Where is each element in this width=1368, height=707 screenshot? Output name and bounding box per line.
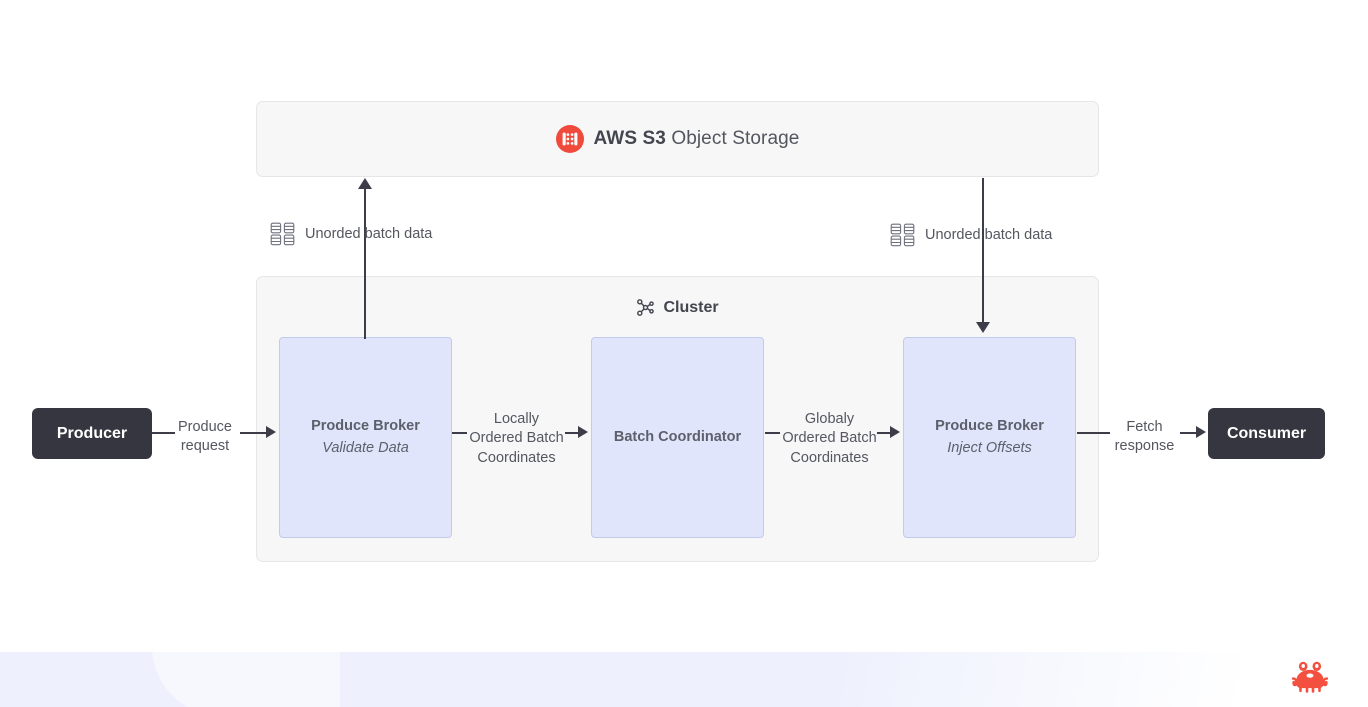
node-subtitle: Inject Offsets xyxy=(947,439,1032,456)
flow-label-text: Unorded batch data xyxy=(925,227,1053,243)
node-produce-broker-validate[interactable]: Produce Broker Validate Data xyxy=(279,337,452,538)
flow-label-unordered-right: Unorded batch data xyxy=(890,223,1052,247)
edge-label-locally-ordered: Locally Ordered Batch Coordinates xyxy=(460,410,573,468)
edge-label-globaly-ordered: Globaly Ordered Batch Coordinates xyxy=(773,410,886,468)
footer-band xyxy=(0,652,1368,707)
edge-label-to-broker1 xyxy=(240,432,268,434)
edge-label-line-1: Fetch xyxy=(1126,419,1163,435)
footer-band-shape-right xyxy=(340,652,1368,707)
edge-label-line-2: Ordered Batch xyxy=(469,430,564,447)
edge-label-line-1: Locally xyxy=(493,411,540,427)
node-produce-broker-inject[interactable]: Produce Broker Inject Offsets xyxy=(903,337,1076,538)
edge-label-line-3: Coordinates xyxy=(790,449,869,466)
node-title: Produce Broker xyxy=(311,418,420,435)
producer-label: Producer xyxy=(56,424,128,442)
database-grid-icon xyxy=(270,222,296,246)
consumer-node[interactable]: Consumer xyxy=(1208,408,1325,459)
producer-node[interactable]: Producer xyxy=(32,408,152,459)
aws-s3-suffix: Object Storage xyxy=(665,128,800,149)
aws-s3-icon xyxy=(555,125,584,153)
edge-label-line-2: Ordered Batch xyxy=(782,430,877,447)
node-batch-coordinator[interactable]: Batch Coordinator xyxy=(591,337,764,538)
edge-broker1-to-s3 xyxy=(364,189,366,339)
edge-broker1-to-label xyxy=(452,432,467,434)
edge-label-line-2: request xyxy=(180,438,230,455)
edge-producer-to-label xyxy=(152,432,175,434)
node-subtitle: Validate Data xyxy=(322,439,409,456)
consumer-label: Consumer xyxy=(1226,424,1307,442)
edge-label-to-consumer xyxy=(1180,432,1200,434)
edge-s3-to-broker3 xyxy=(982,178,984,323)
node-title: Batch Coordinator xyxy=(613,428,742,445)
node-title: Produce Broker xyxy=(935,418,1044,435)
edge-label-line-1: Globaly xyxy=(804,411,855,427)
cluster-panel-header: Cluster xyxy=(257,298,1098,317)
database-grid-icon xyxy=(890,223,916,247)
arrow-to-coordinator-icon xyxy=(578,426,588,438)
edge-label-to-broker3 xyxy=(877,432,892,434)
cluster-network-icon xyxy=(636,298,655,317)
edge-label-to-coordinator xyxy=(565,432,580,434)
flow-label-unordered-left: Unorded batch data xyxy=(270,222,432,246)
edge-label-line-2: response xyxy=(1114,438,1175,455)
arrow-to-broker1-icon xyxy=(266,426,276,438)
footer-band-shape-left xyxy=(152,652,342,707)
aws-s3-brand: AWS S3 xyxy=(593,128,666,149)
flow-label-text: Unorded batch data xyxy=(305,226,433,242)
arrow-to-broker3-icon xyxy=(890,426,900,438)
aws-s3-panel: AWS S3 Object Storage xyxy=(256,101,1099,177)
edge-broker3-to-label xyxy=(1077,432,1110,434)
aws-s3-panel-header: AWS S3 Object Storage xyxy=(555,125,800,153)
edge-label-line-3: Coordinates xyxy=(477,449,556,466)
arrow-to-s3-icon xyxy=(358,178,372,189)
crab-logo xyxy=(1290,658,1330,696)
edge-label-produce-request: Produce request xyxy=(168,418,242,457)
edge-coordinator-to-label xyxy=(765,432,780,434)
arrow-to-consumer-icon xyxy=(1196,426,1206,438)
aws-s3-title: AWS S3 Object Storage xyxy=(594,128,800,150)
edge-label-line-1: Produce xyxy=(177,419,232,435)
cluster-title: Cluster xyxy=(663,298,719,316)
arrow-to-broker3-from-s3-icon xyxy=(976,322,990,333)
edge-label-fetch-response: Fetch response xyxy=(1106,418,1183,457)
